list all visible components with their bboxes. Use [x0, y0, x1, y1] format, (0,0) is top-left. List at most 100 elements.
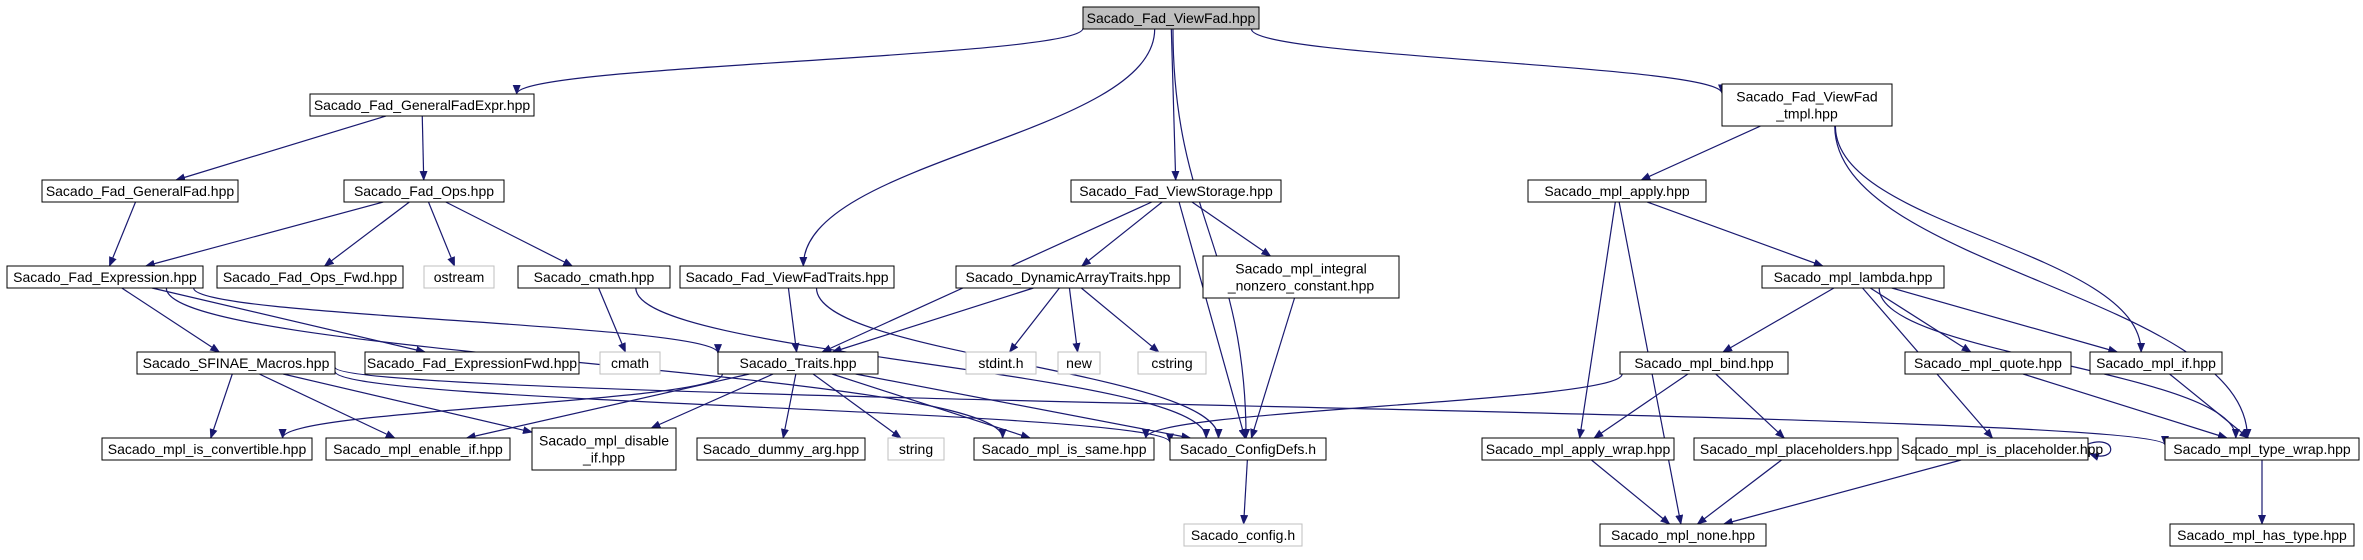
node-sacado-fad-viewfadtraits-hpp[interactable]: Sacado_Fad_ViewFadTraits.hpp	[679, 265, 895, 289]
node-label: Sacado_mpl_disable	[539, 433, 669, 449]
edge-n15-to-n27	[282, 373, 533, 435]
edge-n23-to-n35	[2022, 373, 2228, 440]
node-sacado-mpl-lambda-hpp[interactable]: Sacado_mpl_lambda.hpp	[1761, 265, 1945, 289]
node-sacado-fad-viewfad-hpp[interactable]: Sacado_Fad_ViewFad.hpp	[1082, 6, 1260, 30]
node-box	[1599, 523, 1767, 547]
node-label: Sacado_Fad_ViewFad.hpp	[1087, 10, 1256, 26]
node-label: Sacado_mpl_apply_wrap.hpp	[1486, 441, 1671, 457]
edge-n15-to-n26	[259, 373, 396, 439]
node-sacado-mpl-disable-if-hpp[interactable]: Sacado_mpl_disable_if.hpp	[531, 427, 677, 471]
node-box	[1761, 265, 1945, 289]
edge-n15-to-n25	[209, 373, 233, 439]
node-sacado-fad-viewstorage-hpp[interactable]: Sacado_Fad_ViewStorage.hpp	[1070, 179, 1282, 203]
node-box	[1693, 437, 1899, 461]
edge-n14-to-n24	[1891, 287, 2119, 354]
node-label: Sacado_mpl_integral	[1235, 261, 1367, 277]
edge-n0-to-n11	[799, 28, 1156, 267]
edge-n2-to-n35	[1834, 125, 2252, 439]
edge-n18-to-n27	[650, 373, 774, 429]
node-sacado-fad-generalfad-hpp[interactable]: Sacado_Fad_GeneralFad.hpp	[41, 179, 239, 203]
node-label: _if.hpp	[582, 450, 625, 466]
node-box	[216, 265, 404, 289]
node-label: Sacado_mpl_enable_if.hpp	[333, 441, 503, 457]
node-sacado-cmath-hpp[interactable]: Sacado_cmath.hpp	[517, 265, 671, 289]
node-sacado-mpl-is-convertible-hpp[interactable]: Sacado_mpl_is_convertible.hpp	[101, 437, 313, 461]
node-box	[517, 265, 671, 289]
node-sacado-dummy-arg-hpp[interactable]: Sacado_dummy_arg.hpp	[696, 437, 866, 461]
node-label: Sacado_mpl_is_same.hpp	[982, 441, 1147, 457]
edge-n7-to-n18	[193, 287, 722, 355]
node-sacado-fad-viewfad-tmpl-hpp[interactable]: Sacado_Fad_ViewFad_tmpl.hpp	[1721, 83, 1893, 127]
edge-n4-to-n8	[323, 201, 410, 267]
node-box	[1904, 351, 2072, 375]
node-label: Sacado_mpl_if.hpp	[2096, 355, 2216, 371]
edge-n14-to-n22	[1722, 287, 1835, 353]
node-box	[2089, 351, 2223, 375]
edge-n22-to-n30	[1142, 373, 1623, 439]
node-sacado-mpl-apply-wrap-hpp[interactable]: Sacado_mpl_apply_wrap.hpp	[1481, 437, 1675, 461]
node-box	[1915, 437, 2089, 461]
node-sacado-sfinae-macros-hpp[interactable]: Sacado_SFINAE_Macros.hpp	[136, 351, 336, 375]
edge-n3-to-n7	[108, 201, 137, 267]
node-label: Sacado_ConfigDefs.h	[1180, 441, 1316, 457]
node-sacado-configdefs-h[interactable]: Sacado_ConfigDefs.h	[1169, 437, 1327, 461]
node-sacado-mpl-bind-hpp[interactable]: Sacado_mpl_bind.hpp	[1619, 351, 1789, 375]
edge-n32-to-n37	[1591, 459, 1671, 525]
node-box	[136, 351, 336, 375]
node-box	[955, 265, 1181, 289]
node-sacado-mpl-is-placeholder-hpp[interactable]: Sacado_mpl_is_placeholder.hpp	[1901, 437, 2104, 461]
node-label: Sacado_mpl_quote.hpp	[1914, 355, 2062, 371]
node-sacado-mpl-placeholders-hpp[interactable]: Sacado_mpl_placeholders.hpp	[1693, 437, 1899, 461]
node-label: Sacado_Traits.hpp	[740, 355, 857, 371]
node-new: new	[1057, 351, 1101, 375]
node-sacado-fad-expressionfwd-hpp[interactable]: Sacado_Fad_ExpressionFwd.hpp	[364, 351, 580, 375]
node-box	[2164, 437, 2360, 461]
node-sacado-fad-expression-hpp[interactable]: Sacado_Fad_Expression.hpp	[6, 265, 204, 289]
node-box	[696, 437, 866, 461]
node-label: cmath	[611, 355, 649, 371]
node-sacado-mpl-type-wrap-hpp[interactable]: Sacado_mpl_type_wrap.hpp	[2164, 437, 2360, 461]
node-sacado-traits-hpp[interactable]: Sacado_Traits.hpp	[717, 351, 879, 375]
node-sacado-mpl-if-hpp[interactable]: Sacado_mpl_if.hpp	[2089, 351, 2223, 375]
node-label: Sacado_mpl_placeholders.hpp	[1700, 441, 1892, 457]
node-box	[1137, 351, 1207, 375]
node-sacado-fad-ops-hpp[interactable]: Sacado_Fad_Ops.hpp	[343, 179, 505, 203]
node-sacado-fad-ops-fwd-hpp[interactable]: Sacado_Fad_Ops_Fwd.hpp	[216, 265, 404, 289]
edge-n7-to-n15	[121, 287, 221, 353]
node-sacado-dynamicarraytraits-hpp[interactable]: Sacado_DynamicArrayTraits.hpp	[955, 265, 1181, 289]
node-label: Sacado_Fad_Ops.hpp	[354, 183, 494, 199]
node-sacado-mpl-none-hpp[interactable]: Sacado_mpl_none.hpp	[1599, 523, 1767, 547]
node-label: Sacado_mpl_is_placeholder.hpp	[1901, 441, 2104, 457]
node-sacado-mpl-apply-hpp[interactable]: Sacado_mpl_apply.hpp	[1527, 179, 1707, 203]
edge-n15-to-n35	[334, 366, 2169, 446]
node-sacado-mpl-quote-hpp[interactable]: Sacado_mpl_quote.hpp	[1904, 351, 2072, 375]
node-label: Sacado_Fad_Expression.hpp	[13, 269, 197, 285]
edge-n4-to-n10	[445, 201, 574, 267]
node-label: new	[1066, 355, 1093, 371]
node-sacado-mpl-integral-nonzero-constant-hpp[interactable]: Sacado_mpl_integral_nonzero_constant.hpp	[1202, 255, 1400, 299]
node-box	[1721, 83, 1893, 127]
edge-n5-to-n13	[1191, 201, 1272, 257]
node-sacado-mpl-is-same-hpp[interactable]: Sacado_mpl_is_same.hpp	[973, 437, 1155, 461]
node-sacado-mpl-has-type-hpp[interactable]: Sacado_mpl_has_type.hpp	[2169, 523, 2355, 547]
node-box	[599, 351, 661, 375]
edge-n0-to-n31	[1172, 28, 1251, 439]
node-box	[2169, 523, 2355, 547]
node-box	[887, 437, 945, 461]
edge-n4-to-n7	[144, 201, 384, 268]
node-box	[1057, 351, 1101, 375]
node-ostream: ostream	[423, 265, 495, 289]
node-cstring: cstring	[1137, 351, 1207, 375]
node-sacado-mpl-enable-if-hpp[interactable]: Sacado_mpl_enable_if.hpp	[325, 437, 511, 461]
edge-n7-to-n30	[165, 287, 1007, 439]
node-sacado-config-h: Sacado_config.h	[1183, 523, 1303, 547]
edge-n11-to-n18	[787, 287, 800, 353]
node-box	[423, 265, 495, 289]
edge-n22-to-n33	[1715, 373, 1785, 439]
edge-n0-to-n1	[512, 27, 1084, 95]
node-box	[6, 265, 204, 289]
node-sacado-fad-generalfadexpr-hpp[interactable]: Sacado_Fad_GeneralFadExpr.hpp	[309, 93, 535, 117]
edge-n34-to-n34	[2087, 441, 2112, 461]
node-box	[965, 351, 1037, 375]
node-stdint-h: stdint.h	[965, 351, 1037, 375]
